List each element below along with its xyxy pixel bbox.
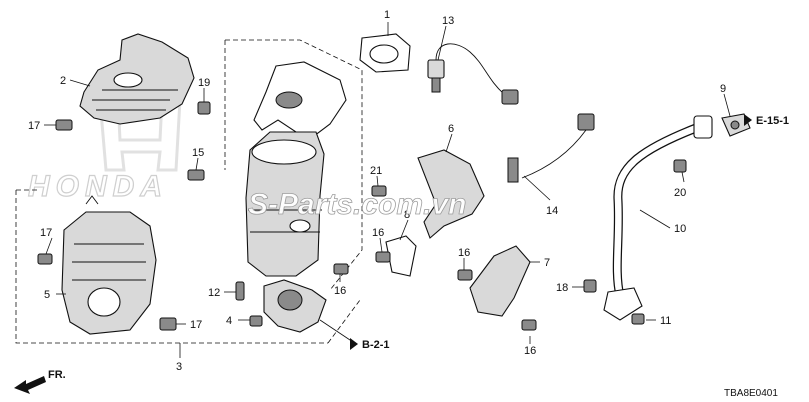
callout-9: 9 [720,83,726,95]
callout-2: 2 [60,75,66,87]
callout-16-b: 16 [334,285,346,297]
exhaust-pipe [603,115,713,321]
reference-b-2-1[interactable]: B-2-1 [350,338,390,351]
callout-19: 19 [198,77,210,89]
nut-19 [197,101,211,115]
svg-text:B-2-1: B-2-1 [362,339,390,351]
callout-5: 5 [44,289,50,301]
support-bracket [469,245,531,317]
bolt-17-upper [55,119,73,131]
callout-21: 21 [370,165,382,177]
catalytic-converter [235,61,347,333]
callout-13: 13 [442,15,454,27]
converter-stay [417,149,485,239]
callout-17-a: 17 [28,120,40,132]
svg-text:FR.: FR. [48,369,66,381]
callout-7: 7 [544,257,550,269]
gasket [359,33,411,73]
front-direction-arrow-icon: FR. [14,369,66,394]
callout-4: 4 [226,315,232,327]
nut-18 [583,279,597,293]
callout-11: 11 [660,315,671,327]
bolt-16-a [375,251,391,263]
site-watermark: S-Parts.com.vn [248,188,466,221]
callout-8: 8 [404,209,410,221]
callout-16-d: 16 [524,345,536,357]
callout-6: 6 [448,123,454,135]
reference-e-15-1[interactable]: E-15-1 [744,114,789,127]
front-oxygen-sensor [427,43,519,105]
stud-12 [235,281,245,301]
pipe-clamp [721,113,751,137]
group-frame-left [15,189,361,344]
callout-16-a: 16 [372,227,384,239]
bolt-20 [673,159,687,173]
callout-3: 3 [176,361,182,373]
diagram-code: TBA8E0401 [724,388,778,399]
bracket-plate [385,235,417,277]
group-frame-center [224,39,363,291]
nut-11 [631,313,645,325]
callout-17-c: 17 [190,319,202,331]
bolt-15 [187,169,205,181]
svg-text:E-15-1: E-15-1 [756,115,789,127]
callout-17-b: 17 [40,227,52,239]
callout-12: 12 [208,287,220,299]
callout-20: 20 [674,187,686,199]
upper-heat-shield [79,33,195,125]
callout-16-c: 16 [458,247,470,259]
bolt-16-b [333,263,349,275]
honda-logo-watermark [98,98,182,172]
callout-14: 14 [546,205,558,217]
nut-4 [249,315,263,327]
honda-brand-watermark: HONDA [28,170,168,203]
bolt-16-c [457,269,473,281]
bolt-17-left [37,253,53,265]
callout-10: 10 [674,223,686,235]
leader-lines [44,22,731,358]
bolt-21 [371,185,387,197]
callout-1: 1 [384,9,390,21]
callout-15: 15 [192,147,204,159]
lower-heat-shield [61,195,157,335]
bolt-17-lower [159,317,177,331]
bolt-16-d [521,319,537,331]
callout-18: 18 [556,282,568,294]
rear-oxygen-sensor [507,113,595,183]
